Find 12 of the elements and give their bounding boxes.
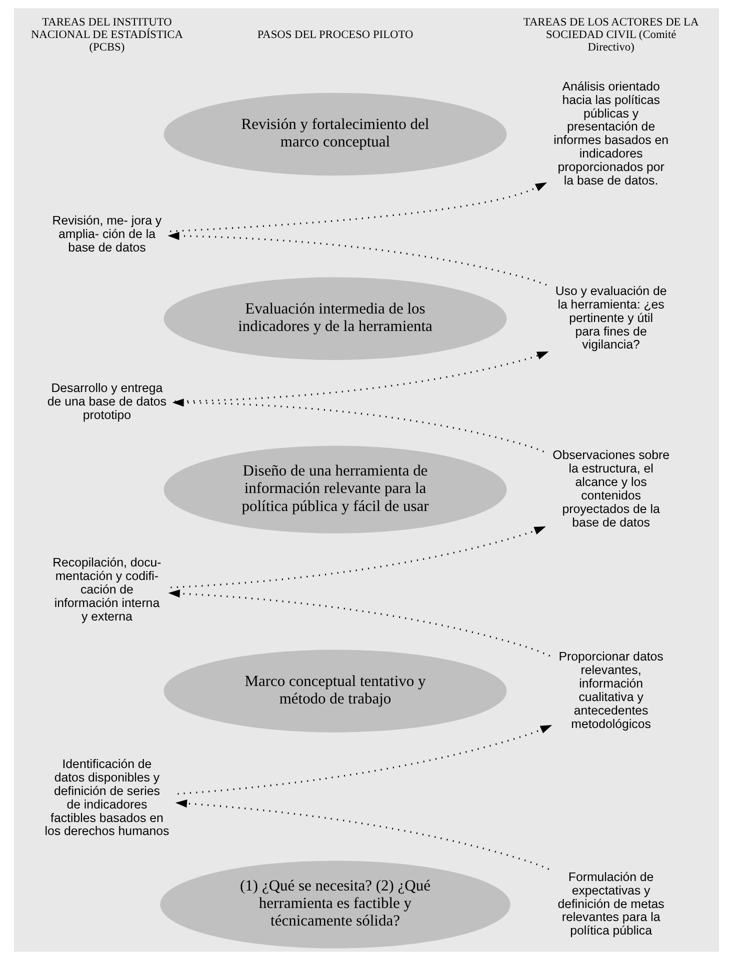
node-text: Identificación de datos disponibles y definición de series de indicadores factibles basados en los derechos humanos bbox=[44, 757, 169, 838]
node-text: Revisión, me- jora y amplia- ción de la base de datos bbox=[52, 214, 162, 255]
node-text: Formulación de expectativas y definición de metas relevantes para la política pública bbox=[557, 870, 664, 938]
node-text: Uso y evaluación de la herramienta: ¿es pertinente y útil para fines de vigilancia? bbox=[554, 284, 666, 352]
label: TAREAS DEL INSTITUTO NACIONAL DE ESTADÍSTICA (PCBS) bbox=[30, 16, 182, 54]
node-text: Desarrollo y entrega de una base de datos prototipo bbox=[46, 381, 166, 422]
node-text: Análisis orientado hacia las políticas públicas y presentación de informes basados en indicadores proporcionados por la base de datos. bbox=[553, 79, 668, 188]
node-text: Recopilación, docu- mentación y codifi- cación de información interna y externa bbox=[52, 556, 161, 624]
node-text: Observaciones sobre la estructura, el alcance y los contenidos proyectados de la base de datos bbox=[552, 448, 670, 530]
node-text: Proporcionar datos relevantes, información cualitativa y antecedentes metodológicos bbox=[558, 650, 663, 731]
label: TAREAS DE LOS ACTORES DE LA SOCIEDAD CIVIL (Comité Directivo) bbox=[522, 16, 698, 54]
label: PASOS DEL PROCESO PILOTO bbox=[256, 28, 413, 41]
